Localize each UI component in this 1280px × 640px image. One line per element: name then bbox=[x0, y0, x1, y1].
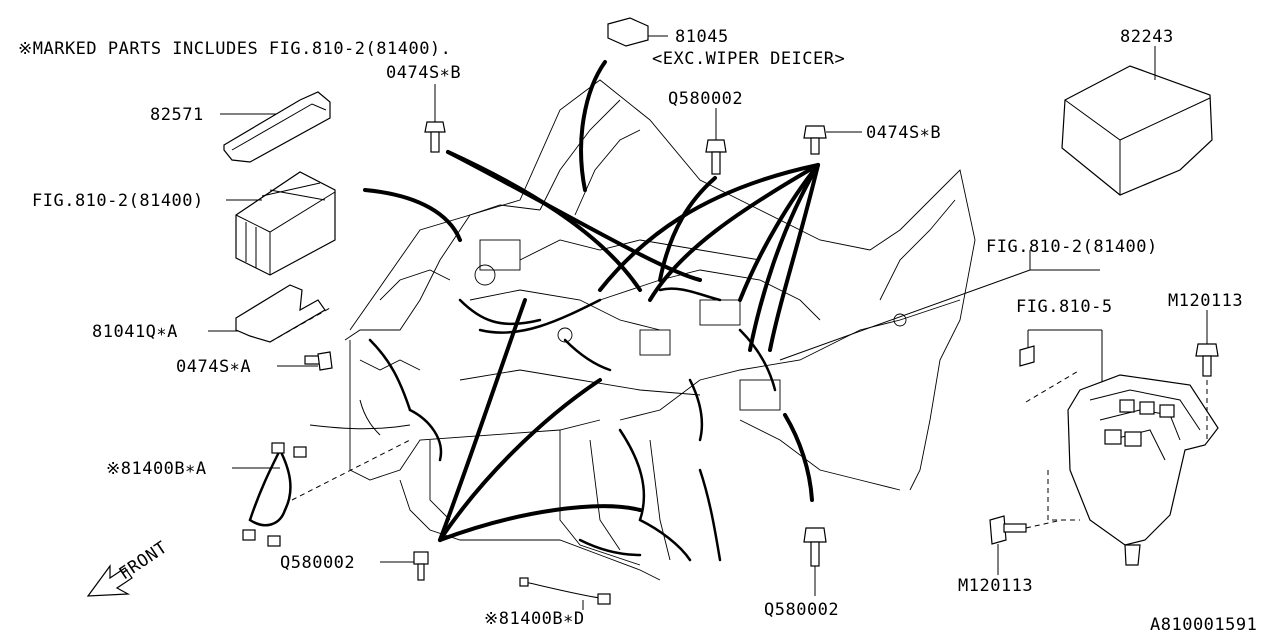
engine-bay-body bbox=[344, 79, 976, 581]
callout-fig810-2-left: FIG.810-2(81400) bbox=[32, 191, 204, 211]
callout-m120113-top: M120113 bbox=[1168, 291, 1243, 311]
callout-81045-note: <EXC.WIPER DEICER> bbox=[652, 49, 845, 69]
bolt-q580002-bottom: Q580002 bbox=[764, 527, 839, 620]
callout-q580002-top: Q580002 bbox=[668, 89, 743, 109]
front-arrow: FRONT bbox=[86, 538, 172, 597]
diagram-id: A810001591 bbox=[1150, 615, 1257, 635]
callout-82243: 82243 bbox=[1120, 27, 1174, 47]
bolt-m120113-bottom: M120113 bbox=[958, 515, 1063, 596]
callout-81045: 81045 bbox=[675, 27, 729, 47]
callout-q580002-bottom: Q580002 bbox=[764, 600, 839, 620]
callout-82571: 82571 bbox=[150, 105, 204, 125]
bolt-0474sb-left: 0474S∗B bbox=[386, 63, 461, 153]
callout-81041qa: 81041Q∗A bbox=[92, 322, 178, 342]
connector-81045: 81045 <EXC.WIPER DEICER> bbox=[607, 17, 845, 69]
part-82243-cover: 82243 bbox=[1061, 27, 1213, 196]
wiring-harness bbox=[309, 60, 820, 562]
front-label: FRONT bbox=[116, 538, 172, 585]
callout-q580002-left: Q580002 bbox=[280, 553, 355, 573]
callout-fig810-2-right: FIG.810-2(81400) bbox=[986, 237, 1158, 257]
part-82571-cover: 82571 bbox=[150, 91, 331, 163]
callout-0474sb-right: 0474S∗B bbox=[866, 123, 941, 143]
fuse-block-left: FIG.810-2(81400) bbox=[32, 171, 336, 276]
callout-81400bd: ※81400B∗D bbox=[484, 609, 585, 629]
sub-harness-81400ba: ※81400B∗A bbox=[106, 439, 411, 547]
callout-group-fig810-2-right: FIG.810-2(81400) bbox=[779, 237, 1158, 361]
callout-group-fig810-5: FIG.810-5 bbox=[1016, 297, 1113, 403]
callout-fig810-5: FIG.810-5 bbox=[1016, 297, 1113, 317]
bolt-0474sa: 0474S∗A bbox=[176, 351, 333, 377]
header-note: ※MARKED PARTS INCLUDES FIG.810-2(81400). bbox=[18, 39, 451, 59]
bolt-m120113-top: M120113 bbox=[1168, 291, 1243, 440]
callout-81400ba: ※81400B∗A bbox=[106, 459, 207, 479]
callout-0474sa: 0474S∗A bbox=[176, 357, 251, 377]
bolt-q580002-top: Q580002 bbox=[668, 89, 743, 175]
bolt-0474sb-right: 0474S∗B bbox=[803, 123, 941, 155]
bolt-q580002-left: Q580002 bbox=[280, 551, 429, 581]
bracket-81041qa: 81041Q∗A bbox=[92, 284, 331, 343]
callout-m120113-bottom: M120113 bbox=[958, 576, 1033, 596]
callout-0474sb-left: 0474S∗B bbox=[386, 63, 461, 83]
sub-harness-81400bd: ※81400B∗D bbox=[484, 577, 611, 629]
relay-box-right bbox=[1047, 374, 1219, 566]
